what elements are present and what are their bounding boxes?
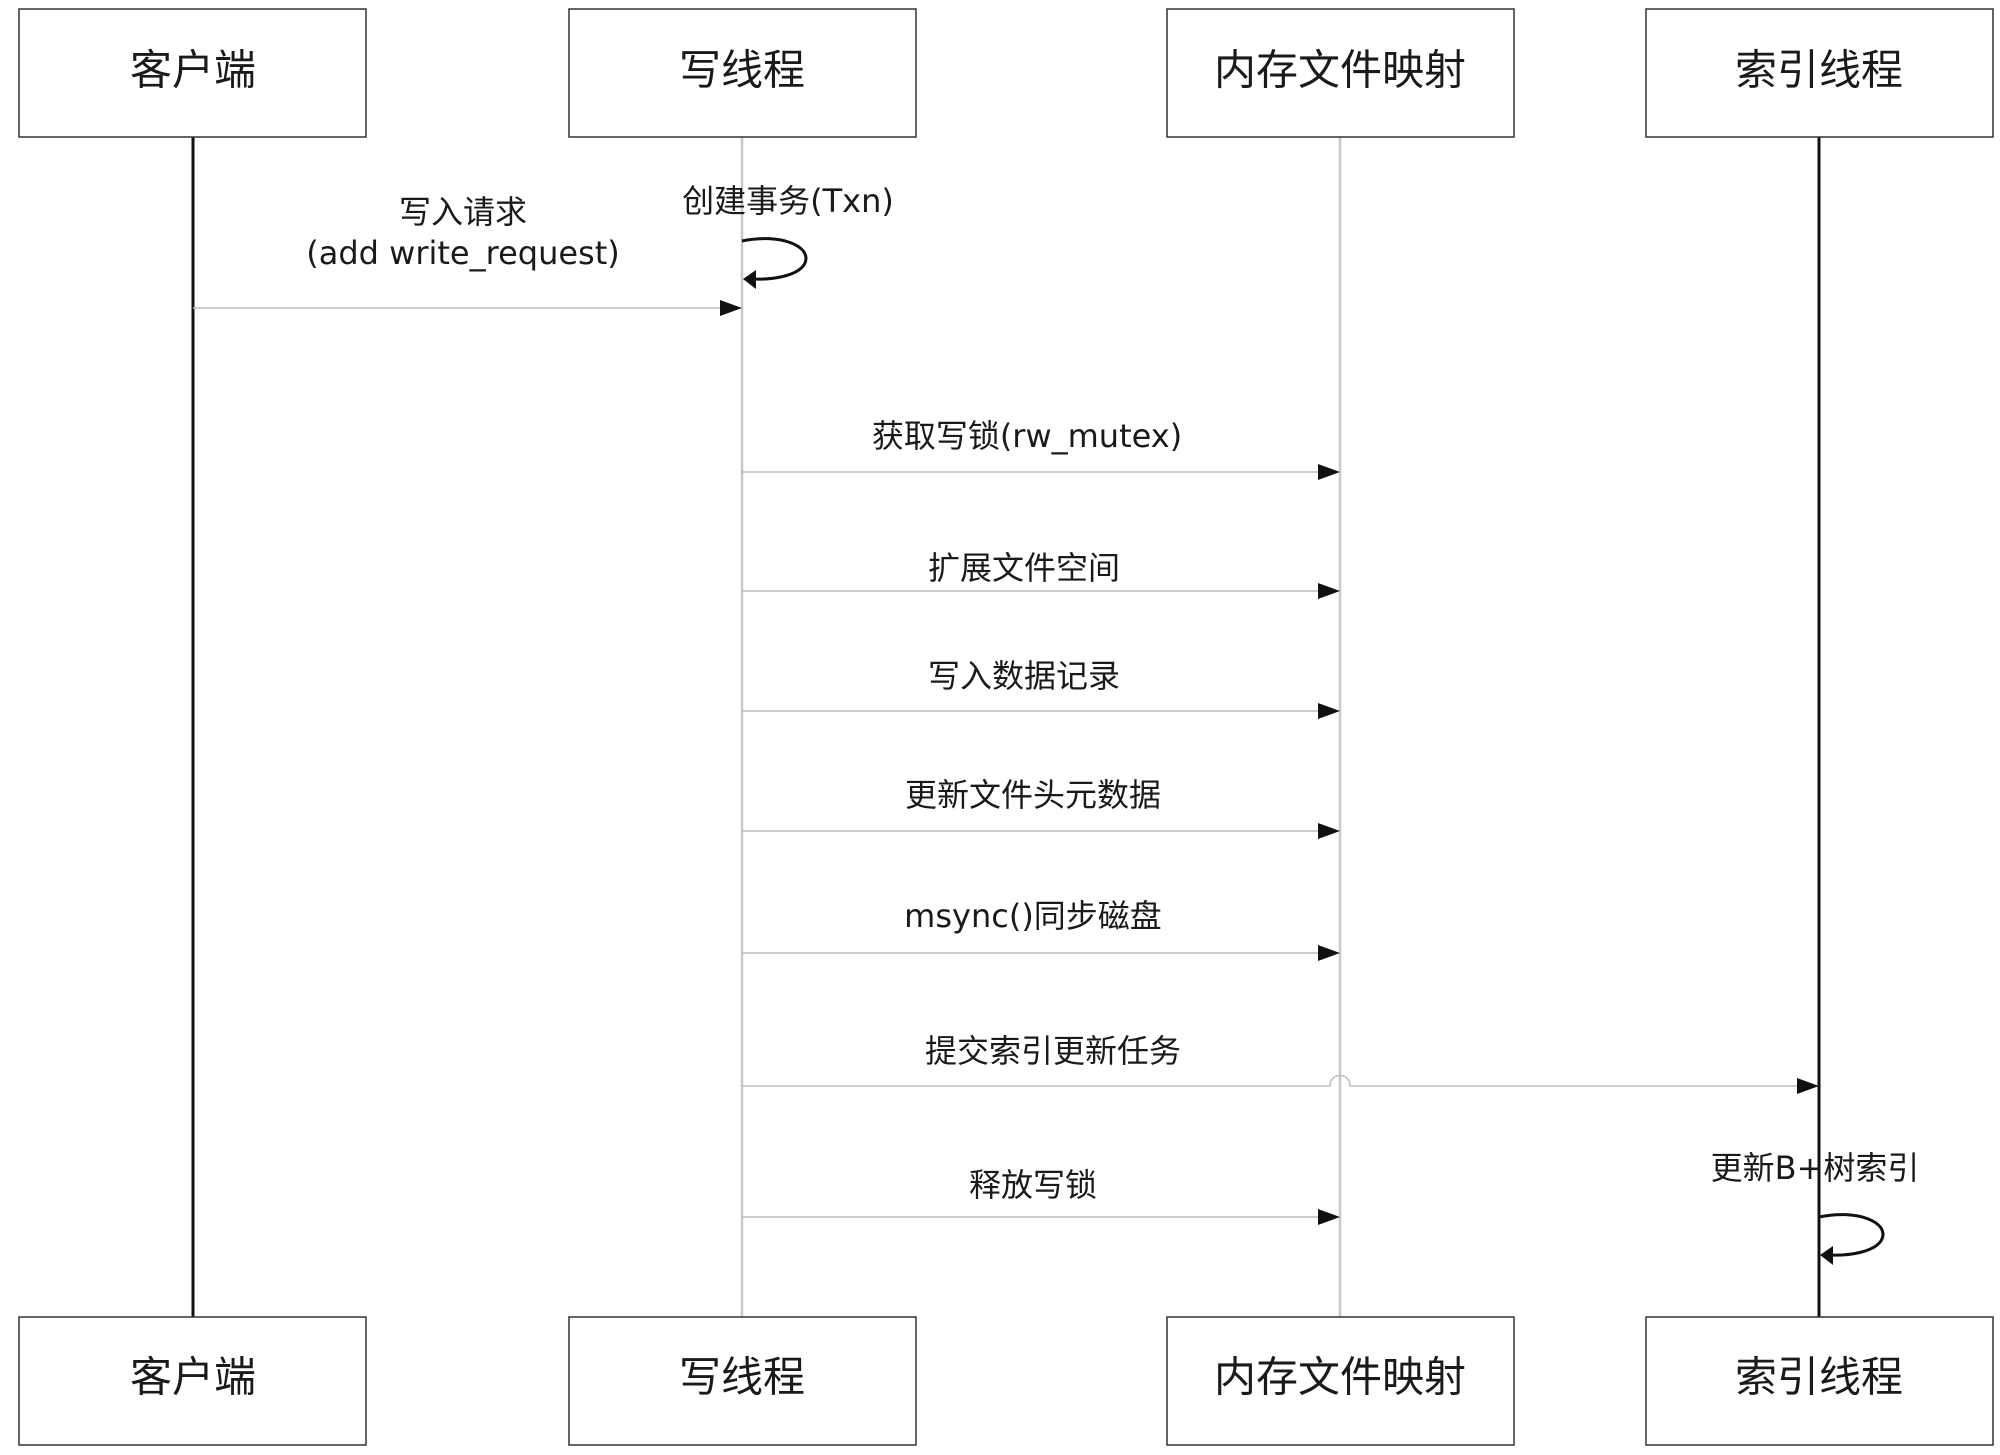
- message-label-line: 释放写锁: [969, 1166, 1097, 1204]
- arrowhead-icon: [1797, 1078, 1819, 1094]
- arrowhead-icon: [1820, 1246, 1833, 1265]
- arrowhead-icon: [1318, 823, 1340, 839]
- message-label-line: 创建事务(Txn): [682, 182, 894, 220]
- message-submit-index-task: 提交索引更新任务: [742, 1032, 1819, 1094]
- participant-label: 写线程: [679, 46, 805, 95]
- message-label-line: 写入请求: [399, 193, 527, 231]
- message-label-line: 扩展文件空间: [928, 549, 1120, 587]
- message-acquire-lock: 获取写锁(rw_mutex): [742, 417, 1340, 480]
- message-label-line: (add write_request): [306, 234, 619, 272]
- message-line: [742, 1074, 1799, 1087]
- message-write-record: 写入数据记录: [742, 657, 1340, 719]
- message-label-line: 更新文件头元数据: [905, 776, 1161, 814]
- message-label-line: 提交索引更新任务: [925, 1032, 1181, 1070]
- message-update-btree: 更新B+树索引: [1711, 1149, 1920, 1265]
- participant-label: 写线程: [679, 1353, 805, 1402]
- message-update-header: 更新文件头元数据: [742, 776, 1340, 839]
- participant-indexer-bottom: 索引线程: [1645, 1316, 1994, 1446]
- arrowhead-icon: [1318, 945, 1340, 961]
- participant-label: 客户端: [130, 46, 256, 95]
- message-create-txn: 创建事务(Txn): [682, 182, 894, 289]
- message-label-line: 更新B+树索引: [1711, 1149, 1920, 1187]
- arrowhead-icon: [1318, 1209, 1340, 1225]
- participant-label: 客户端: [130, 1353, 256, 1402]
- arrowhead-icon: [1318, 703, 1340, 719]
- participant-client-top: 客户端: [18, 8, 367, 138]
- message-label-line: msync()同步磁盘: [904, 897, 1162, 935]
- message-release-lock: 释放写锁: [742, 1166, 1340, 1225]
- participant-label: 内存文件映射: [1214, 46, 1466, 95]
- message-msync: msync()同步磁盘: [742, 897, 1340, 961]
- participant-writer-bottom: 写线程: [568, 1316, 917, 1446]
- participant-indexer-top: 索引线程: [1645, 8, 1994, 138]
- message-label-line: 获取写锁(rw_mutex): [872, 417, 1182, 455]
- participant-writer-top: 写线程: [568, 8, 917, 138]
- arrowhead-icon: [1318, 583, 1340, 599]
- self-call-loop-icon: [741, 237, 808, 281]
- self-call-loop-icon: [1818, 1213, 1885, 1257]
- participant-mmap-bottom: 内存文件映射: [1166, 1316, 1515, 1446]
- arrowhead-icon: [720, 300, 742, 316]
- arrowhead-icon: [1318, 464, 1340, 480]
- participant-label: 索引线程: [1735, 1353, 1903, 1402]
- message-extend-file: 扩展文件空间: [742, 549, 1340, 599]
- participant-label: 内存文件映射: [1214, 1353, 1466, 1402]
- participant-client-bottom: 客户端: [18, 1316, 367, 1446]
- participant-label: 索引线程: [1735, 46, 1903, 95]
- message-label-line: 写入数据记录: [928, 657, 1120, 695]
- participant-mmap-top: 内存文件映射: [1166, 8, 1515, 138]
- arrowhead-icon: [743, 270, 756, 289]
- message-write-request: 写入请求 (add write_request): [193, 193, 742, 316]
